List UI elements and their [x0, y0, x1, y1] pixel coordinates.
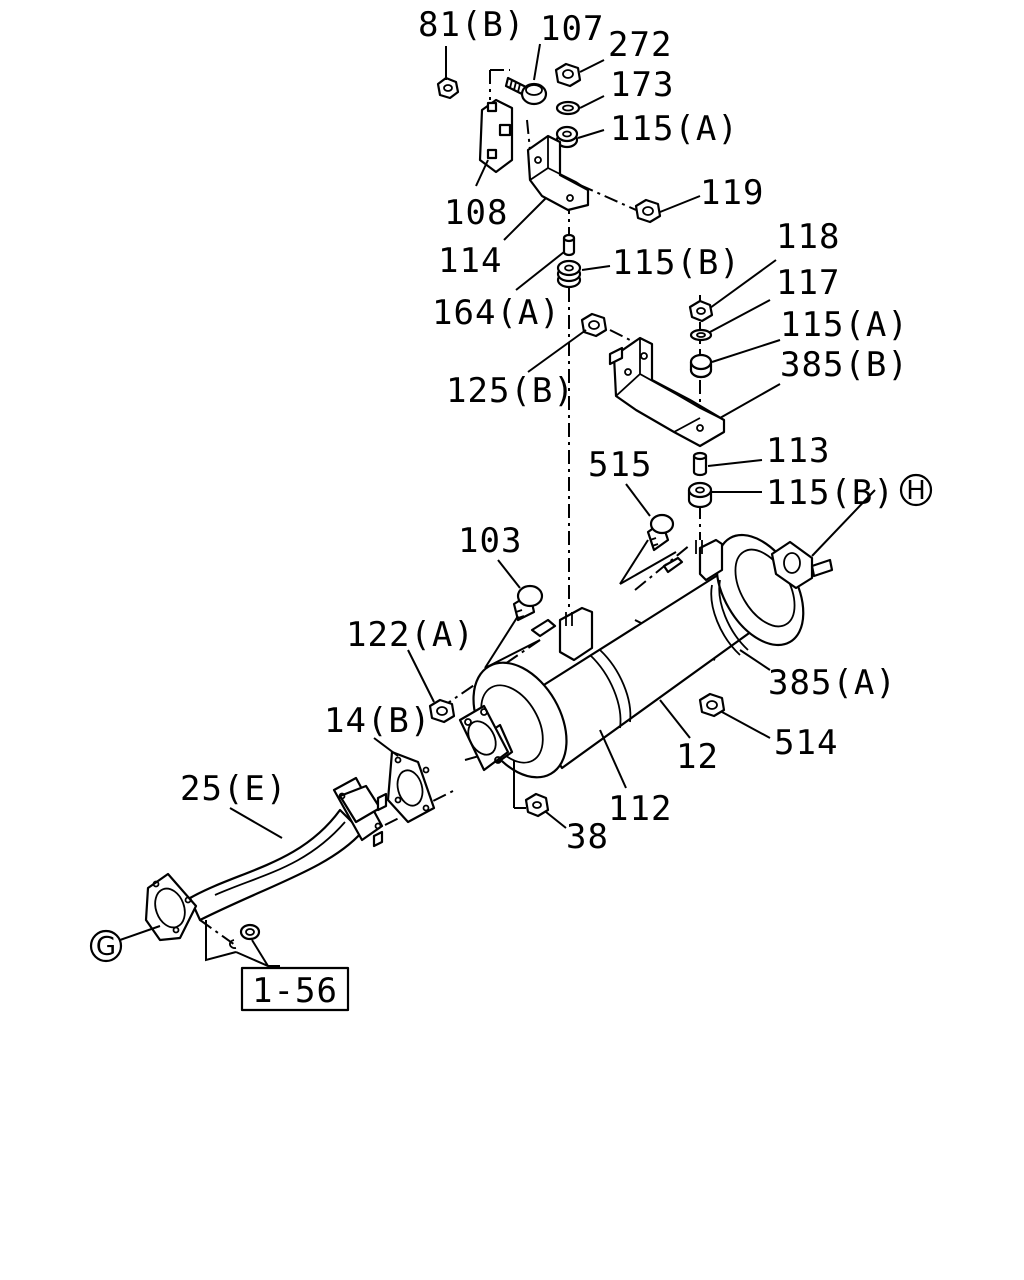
- callout-25e: 25(E): [180, 769, 287, 809]
- rubber-115a-mid: [689, 353, 713, 379]
- callout-labels: 81(B) 107 272 173 115(A) 108 119 114 115…: [180, 5, 909, 857]
- callout-125b: 125(B): [446, 371, 575, 411]
- rubber-115b-top: [556, 259, 582, 289]
- callout-173: 173: [610, 65, 674, 105]
- nut-514: [698, 692, 726, 718]
- bolt-nut-set: [229, 923, 261, 949]
- callout-113: 113: [766, 431, 830, 471]
- callout-107: 107: [540, 9, 604, 49]
- bracket-114: [526, 134, 590, 212]
- middle-bracket-assembly: [580, 299, 726, 509]
- callout-118: 118: [776, 217, 840, 257]
- callout-272: 272: [608, 25, 672, 65]
- callout-112: 112: [608, 789, 672, 829]
- nut-118: [688, 299, 714, 323]
- callout-385a: 385(A): [768, 663, 897, 703]
- callout-14b: 14(B): [324, 701, 431, 741]
- nut-81b: [436, 76, 460, 100]
- callout-12: 12: [676, 737, 719, 777]
- callout-115b-top: 115(B): [612, 243, 741, 283]
- rubber-115a-top: [555, 125, 579, 149]
- nut-125b: [580, 312, 608, 338]
- nut-122a: [428, 698, 456, 724]
- bolt-107: [504, 76, 548, 106]
- exhaust-pipe-25e: [144, 776, 388, 942]
- nut-272: [554, 62, 582, 88]
- callout-122a: 122(A): [346, 615, 475, 655]
- callout-117: 117: [776, 263, 840, 303]
- nut-38: [524, 792, 550, 818]
- nut-119: [634, 198, 662, 224]
- collar-164a: [562, 233, 576, 257]
- bolt-103: [512, 584, 544, 622]
- ref-h-label: H: [906, 476, 926, 506]
- callout-81b: 81(B): [418, 5, 525, 45]
- washer-117: [689, 328, 713, 342]
- upper-bracket-assembly: [436, 62, 662, 289]
- callout-115a-top: 115(A): [610, 109, 739, 149]
- callout-119: 119: [700, 173, 764, 213]
- callout-115b-mid: 115(B): [766, 473, 895, 513]
- callout-515: 515: [588, 445, 652, 485]
- callout-385b: 385(B): [780, 345, 909, 385]
- ref-h: H: [899, 473, 933, 507]
- callout-114: 114: [438, 241, 502, 281]
- washer-173: [555, 100, 581, 116]
- ref-g-label: G: [96, 932, 116, 962]
- bracket-385b: [608, 336, 726, 448]
- rear-flange: [770, 540, 834, 590]
- bolt-515: [646, 513, 675, 552]
- rubber-115b-mid: [687, 481, 713, 509]
- leader-lines: [119, 43, 876, 967]
- callout-38: 38: [566, 817, 609, 857]
- collar-113: [692, 451, 708, 477]
- silencer-12: [458, 533, 834, 779]
- ref-g: G: [89, 929, 123, 963]
- callout-115a-mid: 115(A): [780, 305, 909, 345]
- callout-108: 108: [444, 193, 508, 233]
- front-flange: [458, 704, 510, 772]
- callout-514: 514: [774, 723, 838, 763]
- ref-box-1-56[interactable]: 1-56: [240, 966, 350, 1012]
- gasket-14b: [386, 750, 436, 824]
- callout-103: 103: [458, 521, 522, 561]
- callout-164a: 164(A): [432, 293, 561, 333]
- ref-box-label: 1-56: [252, 971, 338, 1011]
